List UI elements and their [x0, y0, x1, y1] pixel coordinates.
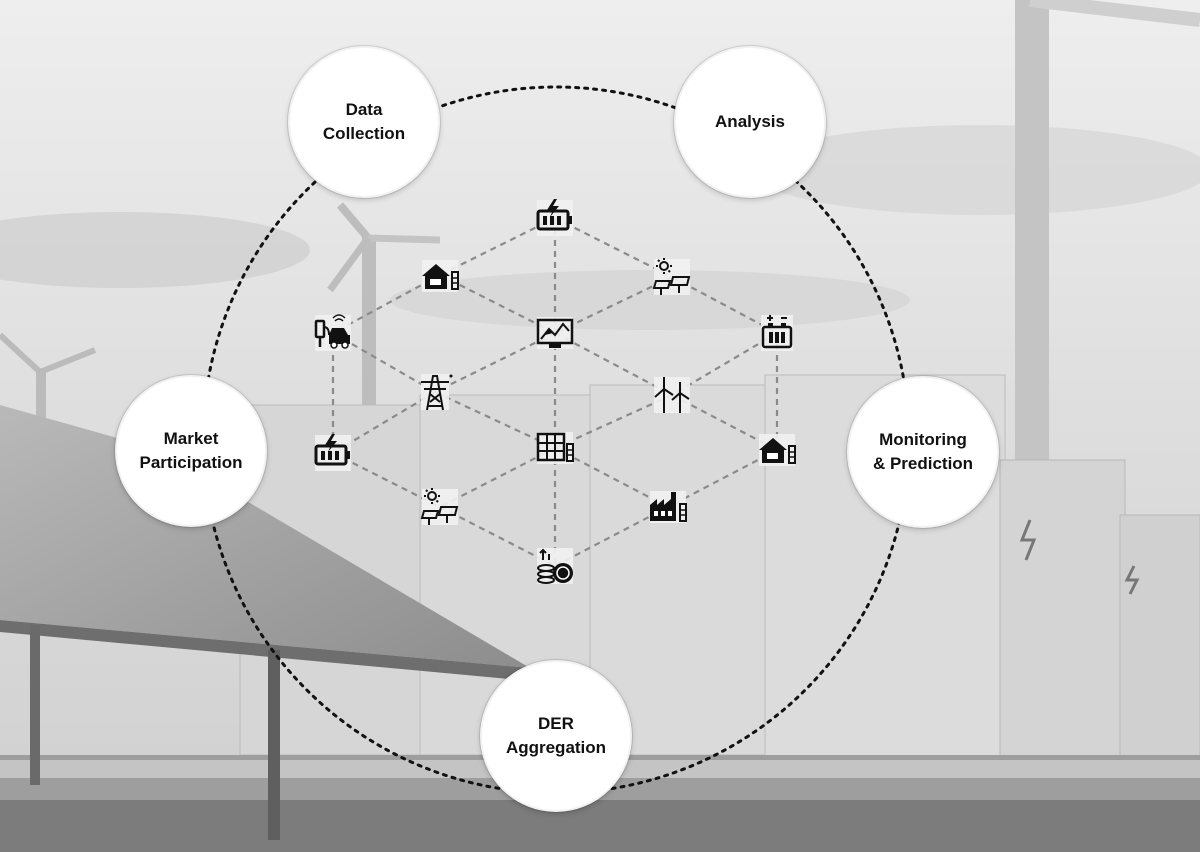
control-monitor-icon — [536, 317, 574, 350]
solar-sun-icon — [653, 257, 690, 296]
stage-label-line1: Analysis — [715, 112, 785, 131]
carbon-coins-icon — [537, 548, 574, 584]
stage-label-line2: & Prediction — [872, 454, 974, 473]
stage-label-line1: DER — [538, 714, 574, 733]
resource-icons — [314, 198, 796, 584]
battery-charge-icon — [536, 198, 574, 236]
transmission-tower-icon — [420, 373, 454, 411]
resource-mesh — [331, 217, 779, 567]
house-battery-icon — [758, 434, 796, 466]
ev-charging-icon — [314, 313, 352, 351]
building-battery-icon — [536, 432, 575, 464]
stage-der-aggregation[interactable]: DER Aggregation — [480, 660, 632, 812]
stage-label-line2: Aggregation — [505, 738, 607, 757]
stage-label-line2: Participation — [139, 453, 243, 472]
wind-turbines-icon — [654, 376, 690, 414]
stage-monitoring-prediction[interactable]: Monitoring & Prediction — [847, 376, 999, 528]
stage-market-participation[interactable]: Market Participation — [115, 375, 267, 527]
battery-terminal-icon — [761, 313, 793, 351]
stage-data-collection[interactable]: Data Collection — [288, 46, 440, 198]
stage-label-line2: Collection — [322, 124, 406, 143]
house-battery-icon — [421, 260, 459, 292]
stage-analysis[interactable]: Analysis — [674, 46, 826, 198]
factory-battery-icon — [649, 491, 687, 523]
battery-charge-icon — [314, 433, 352, 471]
stage-label-line1: Monitoring — [879, 430, 967, 449]
solar-sun-icon — [421, 487, 458, 526]
stage-label-line1: Market — [163, 429, 219, 448]
stage-label-line1: Data — [345, 100, 383, 119]
